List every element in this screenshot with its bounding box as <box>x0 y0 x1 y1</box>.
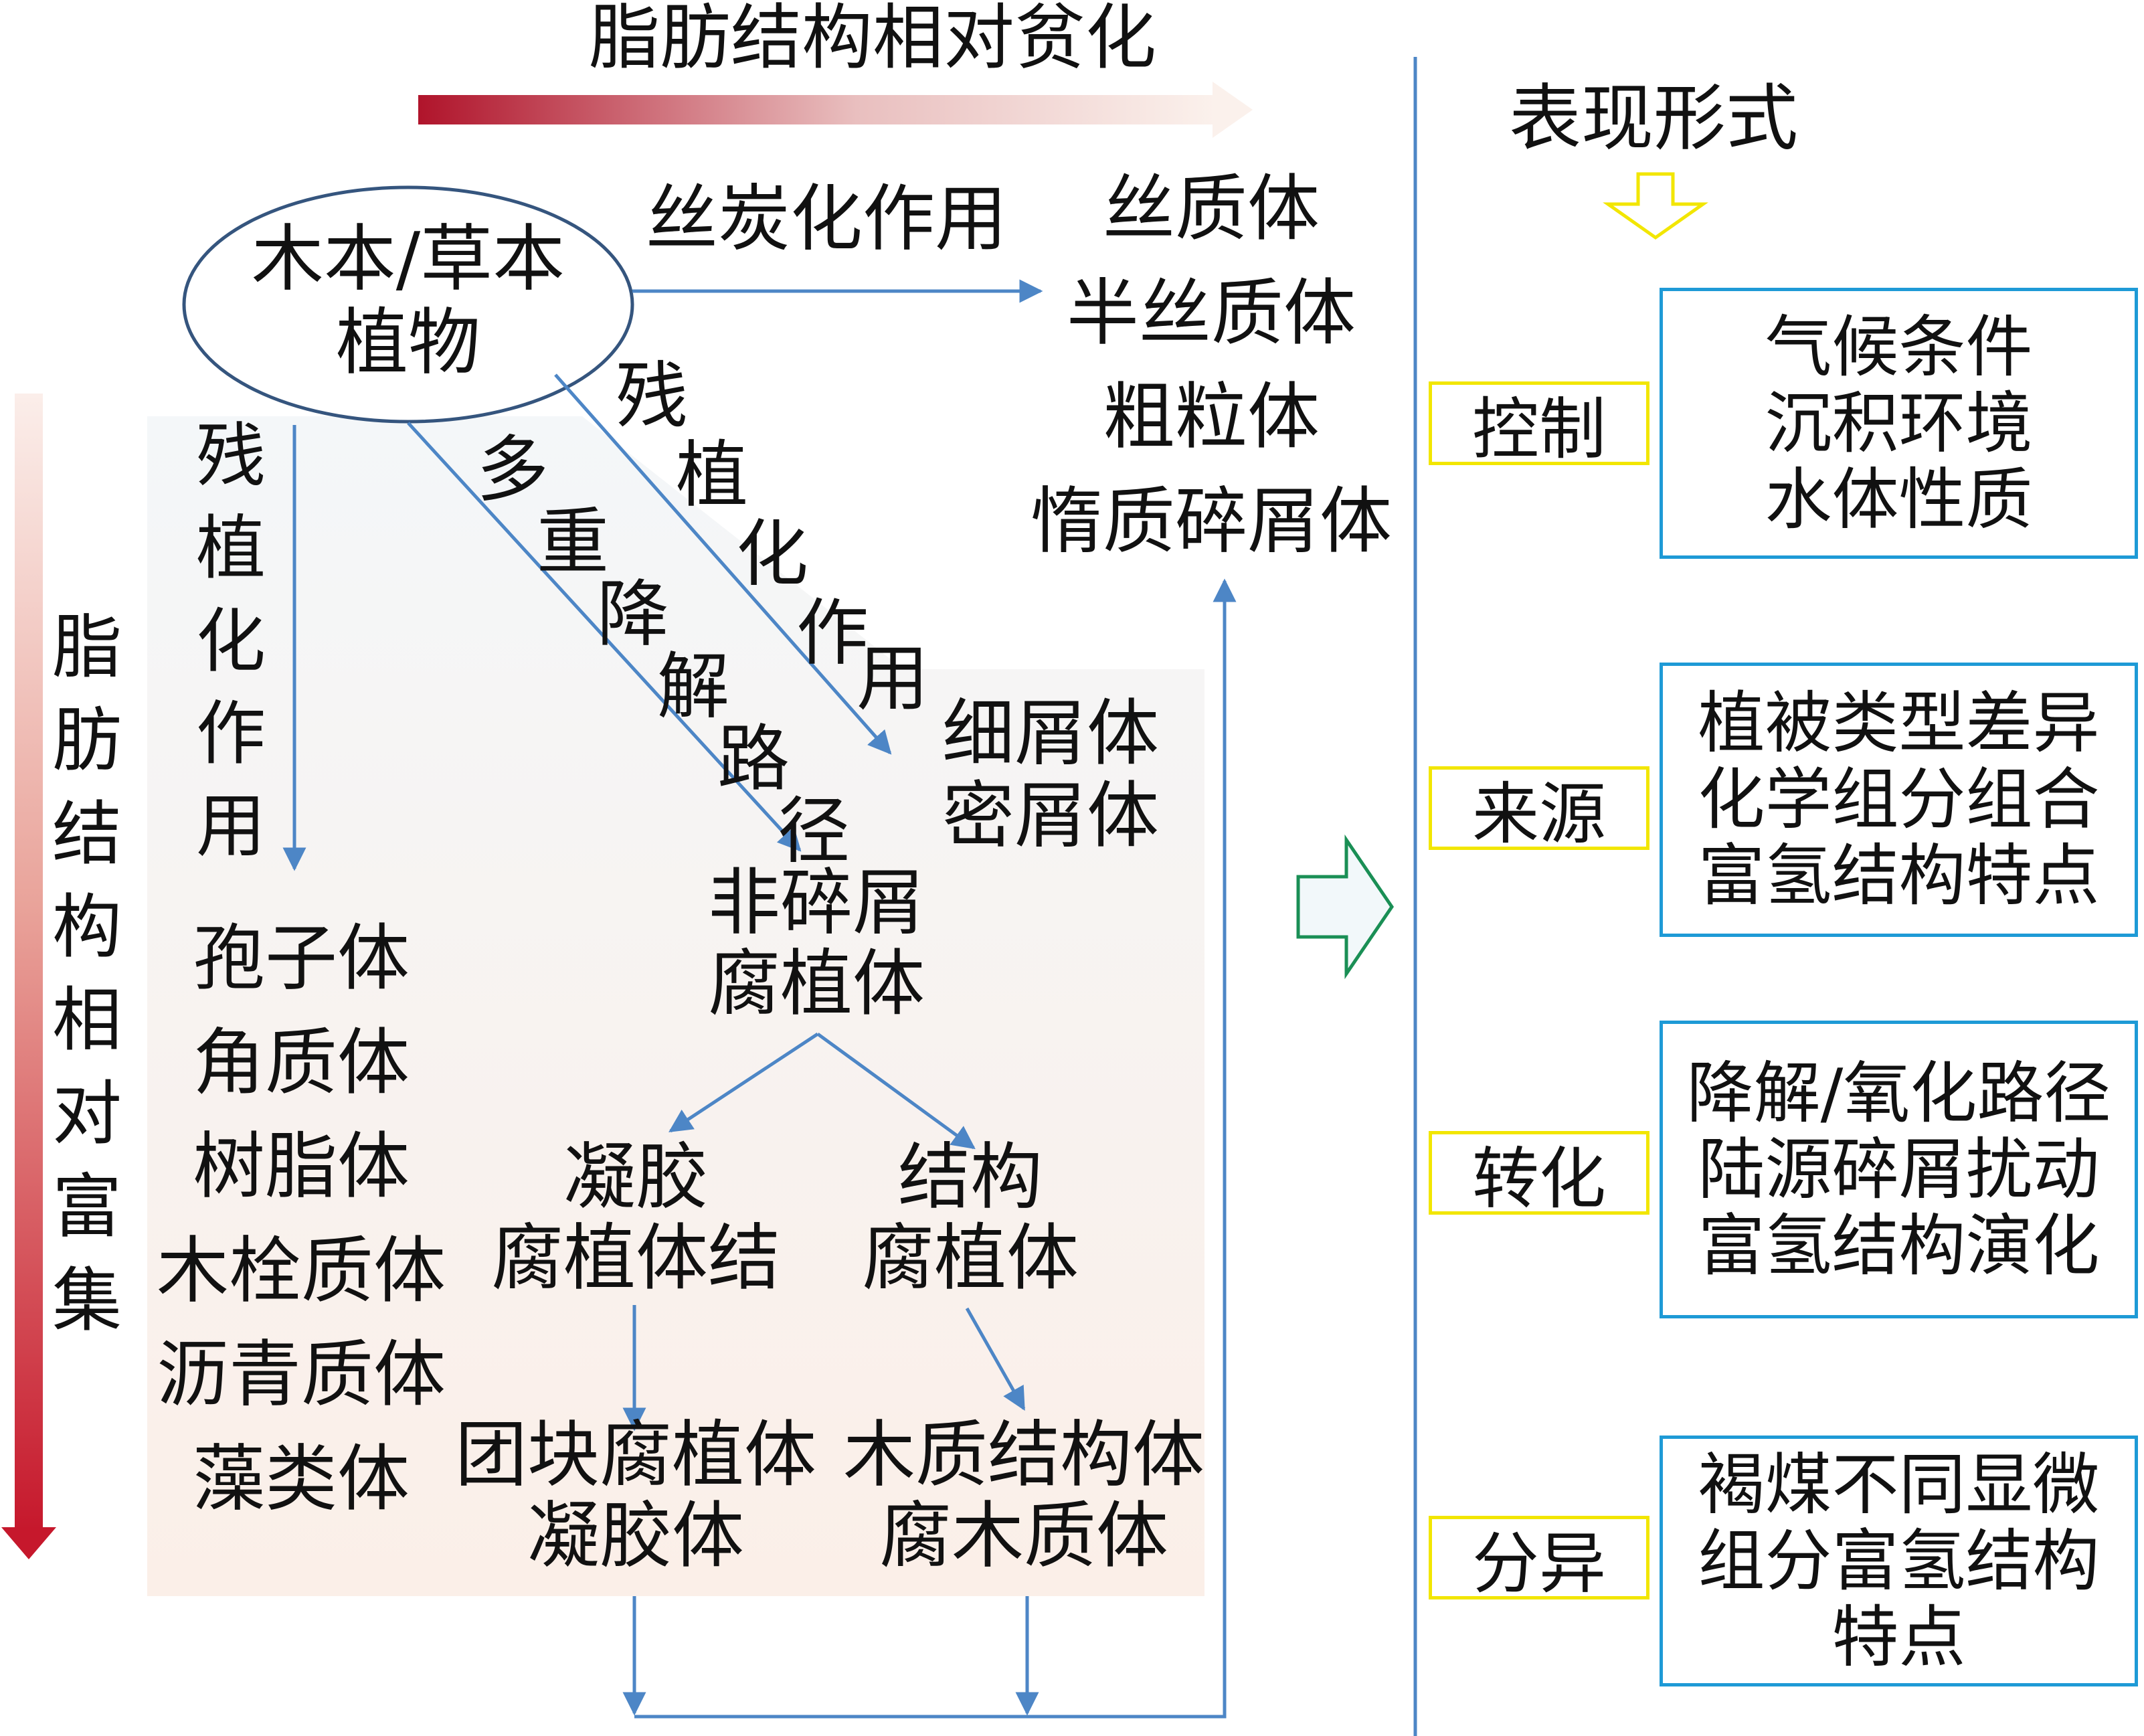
arrow-multi-degradation <box>407 422 802 852</box>
right-panel-title: 表现形式 <box>1509 77 1799 161</box>
fusinization-products: 丝质体 半丝质体 粗粒体 惰质碎屑体 <box>1030 167 1392 563</box>
left-gradient-arrow <box>1 394 56 1559</box>
source-ellipse <box>182 185 634 424</box>
row-tag-transform: 转化 <box>1429 1131 1649 1218</box>
return-arrow <box>634 578 1237 1719</box>
left-axis-label: 脂 肪 结 构 相 对 富 集 <box>52 606 122 1341</box>
arrow-to-structured <box>816 1032 976 1150</box>
structured-products: 木质结构体 腐木质体 <box>842 1413 1204 1578</box>
residual-left-products: 孢子体 角质体 树脂体 木栓质体 沥青质体 藻类体 <box>156 917 446 1521</box>
row-content-control: 气候条件 沉积环境 水体性质 <box>1660 288 2138 559</box>
row-tag-control: 控制 <box>1429 381 1649 468</box>
source-node-label: 木本/草本 植物 <box>251 218 565 385</box>
row-content-differentiation: 褐煤不同显微 组分富氢结构 特点 <box>1660 1436 2138 1686</box>
row-content-source: 植被类型差异 化学组分组合 富氢结构特点 <box>1660 663 2138 937</box>
humodetrinite-node: 非碎屑 腐植体 <box>707 861 925 1026</box>
top-axis-label: 脂肪结构相对贫化 <box>589 0 1156 79</box>
arrow-structured-down <box>965 1307 1026 1411</box>
structured-node: 结构 腐植体 <box>861 1136 1079 1300</box>
fusinization-label: 丝炭化作用 <box>646 177 1008 261</box>
gelified-node: 凝胶 腐植体结 <box>490 1136 780 1300</box>
row-content-transform: 降解/氧化路径 陆源碎屑扰动 富氢结构演化 <box>1660 1021 2138 1318</box>
background-panel <box>147 416 1204 1596</box>
residual-right-products: 细屑体 密屑体 <box>942 692 1159 859</box>
arrow-to-gelified <box>668 1032 819 1133</box>
arrow-residual-right <box>554 373 892 755</box>
gelified-products: 团块腐植体 凝胶体 <box>454 1413 816 1578</box>
yellow-down-arrow <box>1603 172 1708 240</box>
green-right-arrow <box>1296 834 1395 980</box>
residual-left-label: 残 植 化 作 用 <box>195 415 266 867</box>
top-gradient-arrow <box>418 82 1253 138</box>
row-tag-differentiation: 分异 <box>1429 1516 1649 1603</box>
row-tag-source: 来源 <box>1429 766 1649 853</box>
